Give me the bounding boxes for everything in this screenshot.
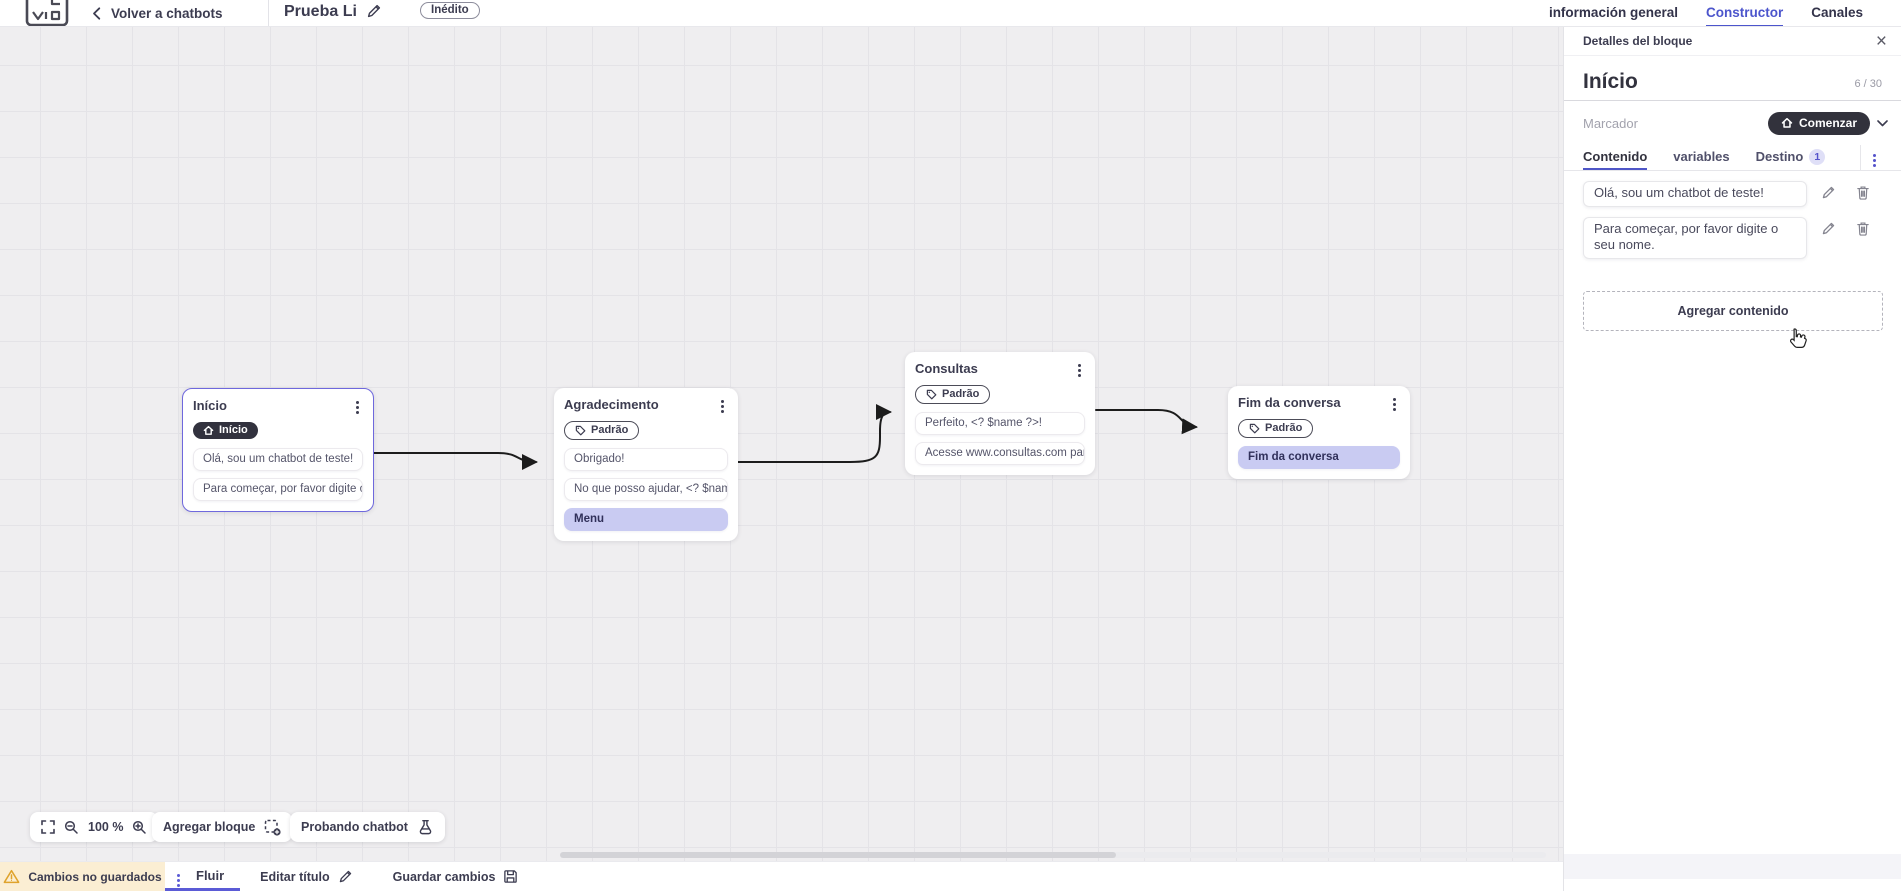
- flow-block-consultas[interactable]: Consultas Padrão Perfeito, <? $name ?>! …: [905, 352, 1095, 475]
- top-bar: Volver a chatbots Prueba Li Inédito info…: [0, 0, 1901, 27]
- content-row: Olá, sou um chatbot de teste!: [1564, 181, 1901, 207]
- zoom-level: 100 %: [88, 820, 124, 834]
- add-block-icon: [265, 819, 281, 836]
- unsaved-changes-warning: Cambios no guardados: [0, 862, 165, 891]
- block-menu-item[interactable]: Fim da conversa: [1238, 445, 1400, 469]
- warning-icon: [3, 869, 20, 884]
- panel-menu-icon[interactable]: [1873, 154, 1876, 157]
- block-details-panel: Detalles del bloque × Início 6 / 30 Marc…: [1563, 27, 1901, 891]
- save-icon: [504, 870, 518, 883]
- pencil-icon: [339, 870, 351, 883]
- main-tabs: información general Constructor Canales: [1548, 0, 1863, 26]
- home-icon: [1781, 117, 1793, 128]
- flow-block-inicio[interactable]: Início Início Olá, sou um chatbot de tes…: [182, 388, 374, 512]
- delete-content-icon[interactable]: [1856, 185, 1870, 200]
- destino-count-badge: 1: [1809, 148, 1826, 165]
- edit-title-icon[interactable]: [366, 3, 382, 19]
- home-icon: [203, 425, 214, 435]
- block-message-item[interactable]: Para começar, por favor digite o ...: [193, 477, 363, 501]
- save-changes-button[interactable]: Guardar cambios: [373, 862, 539, 891]
- zoom-controls: 100 %: [30, 812, 159, 842]
- add-block-button[interactable]: Agregar bloque: [152, 812, 293, 842]
- block-menu-icon[interactable]: [356, 401, 359, 404]
- zoom-in-icon[interactable]: [132, 820, 147, 835]
- block-title: Fim da conversa: [1238, 395, 1341, 410]
- tab-constructor[interactable]: Constructor: [1705, 0, 1784, 26]
- back-to-chatbots[interactable]: Volver a chatbots: [92, 0, 223, 26]
- block-menu-icon[interactable]: [1393, 398, 1396, 401]
- block-name-input[interactable]: Início: [1583, 70, 1638, 93]
- delete-content-icon[interactable]: [1856, 221, 1870, 236]
- tab-canales[interactable]: Canales: [1811, 5, 1863, 20]
- marker-select-button[interactable]: Comenzar: [1767, 112, 1870, 135]
- default-badge: Padrão: [564, 421, 640, 440]
- panel-tabs: Contenido variables Destino 1: [1564, 145, 1901, 171]
- panel-footer: [1564, 854, 1901, 879]
- edit-content-icon[interactable]: [1821, 221, 1836, 236]
- divider: [1860, 145, 1861, 171]
- zoom-out-icon[interactable]: [64, 820, 79, 835]
- block-message-item[interactable]: Olá, sou um chatbot de teste!: [193, 447, 363, 471]
- default-badge: Padrão: [1238, 419, 1314, 438]
- back-chevron-icon: [93, 7, 101, 20]
- tag-icon: [926, 389, 937, 399]
- content-row: Para começar, por favor digite o seu nom…: [1564, 216, 1901, 259]
- block-message-item[interactable]: No que posso ajudar, <? $name ...: [564, 477, 728, 501]
- tab-informacion-general[interactable]: información general: [1548, 5, 1678, 20]
- add-content-button[interactable]: Agregar contenido: [1583, 290, 1883, 331]
- block-menu-item[interactable]: Menu: [564, 507, 728, 531]
- tab-contenido[interactable]: Contenido: [1583, 145, 1648, 170]
- block-message-item[interactable]: Acesse www.consultas.com par...: [915, 441, 1085, 465]
- block-message-item[interactable]: Perfeito, <? $name ?>!: [915, 411, 1085, 435]
- scrollbar-thumb[interactable]: [560, 852, 1116, 858]
- block-title: Início: [193, 398, 227, 413]
- flow-menu-icon[interactable]: [177, 873, 180, 877]
- close-icon[interactable]: ×: [1875, 30, 1887, 52]
- start-badge: Início: [193, 422, 258, 439]
- block-message-item[interactable]: Obrigado!: [564, 447, 728, 471]
- chevron-down-icon[interactable]: [1877, 120, 1888, 127]
- default-badge: Padrão: [915, 385, 991, 404]
- tag-icon: [1249, 423, 1260, 433]
- tab-variables[interactable]: variables: [1673, 149, 1730, 164]
- block-title: Consultas: [915, 361, 978, 376]
- flow-canvas[interactable]: Início Início Olá, sou um chatbot de tes…: [0, 27, 1563, 861]
- horizontal-scrollbar[interactable]: [560, 852, 1546, 858]
- char-counter: 6 / 30: [1854, 78, 1882, 90]
- status-badge: Inédito: [420, 2, 480, 19]
- divider: [268, 0, 269, 26]
- bottom-bar: Cambios no guardados Fluir Editar título…: [0, 861, 1563, 891]
- block-menu-icon[interactable]: [1078, 364, 1081, 367]
- content-card[interactable]: Para começar, por favor digite o seu nom…: [1583, 216, 1807, 259]
- panel-title: Detalles del bloque: [1583, 34, 1693, 48]
- block-menu-icon[interactable]: [721, 400, 724, 403]
- flow-block-fim[interactable]: Fim da conversa Padrão Fim da conversa: [1228, 386, 1410, 479]
- tab-destino[interactable]: Destino 1: [1756, 145, 1826, 170]
- content-card[interactable]: Olá, sou um chatbot de teste!: [1583, 181, 1807, 207]
- app-logo: [24, 0, 70, 26]
- flow-block-agradecimento[interactable]: Agradecimento Padrão Obrigado! No que po…: [554, 388, 738, 541]
- test-chatbot-button[interactable]: Probando chatbot: [290, 812, 445, 842]
- edit-title-button[interactable]: Editar título: [240, 862, 372, 891]
- chatbot-title: Prueba Li: [284, 3, 357, 20]
- marker-label: Marcador: [1583, 116, 1638, 131]
- block-title: Agradecimento: [564, 397, 659, 412]
- flask-icon: [419, 819, 432, 834]
- edit-content-icon[interactable]: [1821, 185, 1836, 200]
- tab-fluir[interactable]: Fluir: [165, 862, 241, 891]
- tag-icon: [575, 425, 586, 435]
- fullscreen-icon[interactable]: [41, 820, 55, 834]
